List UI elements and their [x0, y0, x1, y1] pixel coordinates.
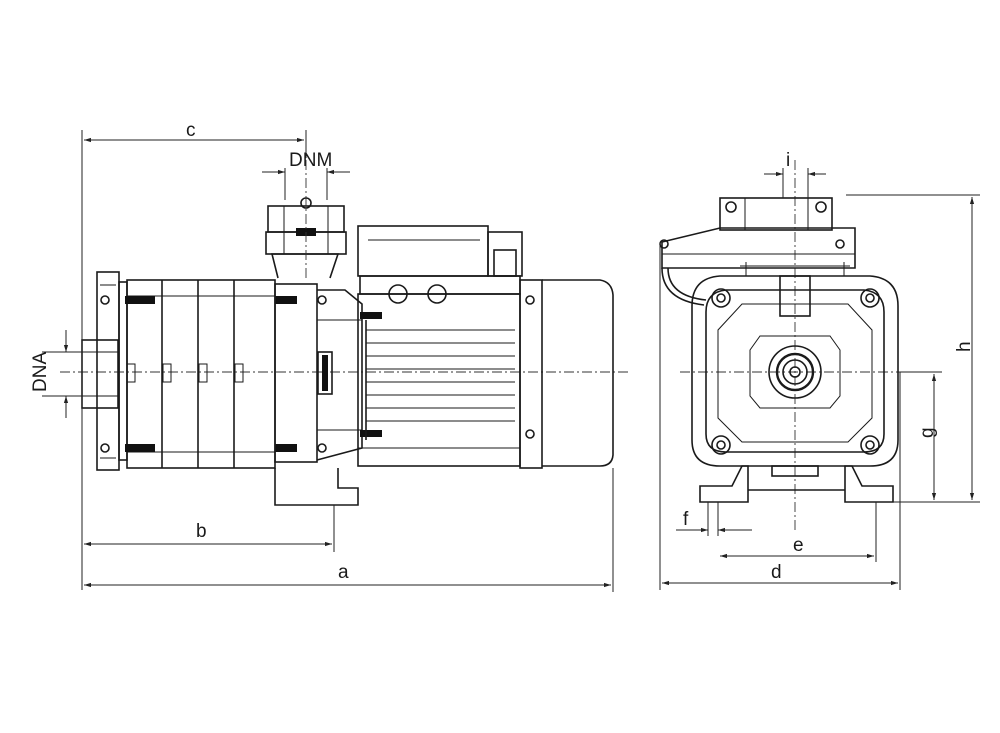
front-suction-port [768, 345, 822, 399]
c-dimension [81, 130, 307, 590]
b-label: b [196, 521, 207, 542]
dna-label: DNA [30, 352, 51, 392]
dnm-label: DNM [289, 150, 332, 171]
h-dimension [846, 194, 980, 503]
end-plate [96, 271, 128, 471]
pump-stages [125, 279, 297, 469]
g-label: g [917, 427, 938, 438]
a-label: a [338, 562, 349, 583]
pump-foot [274, 468, 359, 506]
front-view: i h g f e [659, 150, 980, 590]
h-label: h [954, 341, 975, 352]
pump-head [274, 283, 363, 463]
fan-cover [519, 279, 614, 469]
i-label: i [786, 150, 790, 171]
front-feet [699, 465, 894, 503]
b-dimension [84, 505, 335, 552]
f-label: f [683, 509, 689, 530]
suction-flange [81, 339, 119, 409]
dnm-dimension [262, 160, 350, 280]
c-label: c [186, 120, 196, 141]
motor-body [357, 293, 521, 467]
e-dimension [720, 502, 877, 562]
d-label: d [771, 562, 782, 583]
d-dimension [659, 242, 901, 590]
terminal-box [357, 225, 523, 304]
dna-dimension [42, 330, 82, 418]
i-dimension [764, 168, 826, 198]
e-label: e [793, 535, 804, 556]
front-bolts [711, 288, 880, 455]
g-dimension [900, 371, 942, 500]
a-dimension [84, 468, 614, 592]
side-view: DNM DNA c b a [30, 120, 630, 592]
front-discharge-flange [659, 197, 856, 306]
f-dimension [676, 502, 752, 536]
